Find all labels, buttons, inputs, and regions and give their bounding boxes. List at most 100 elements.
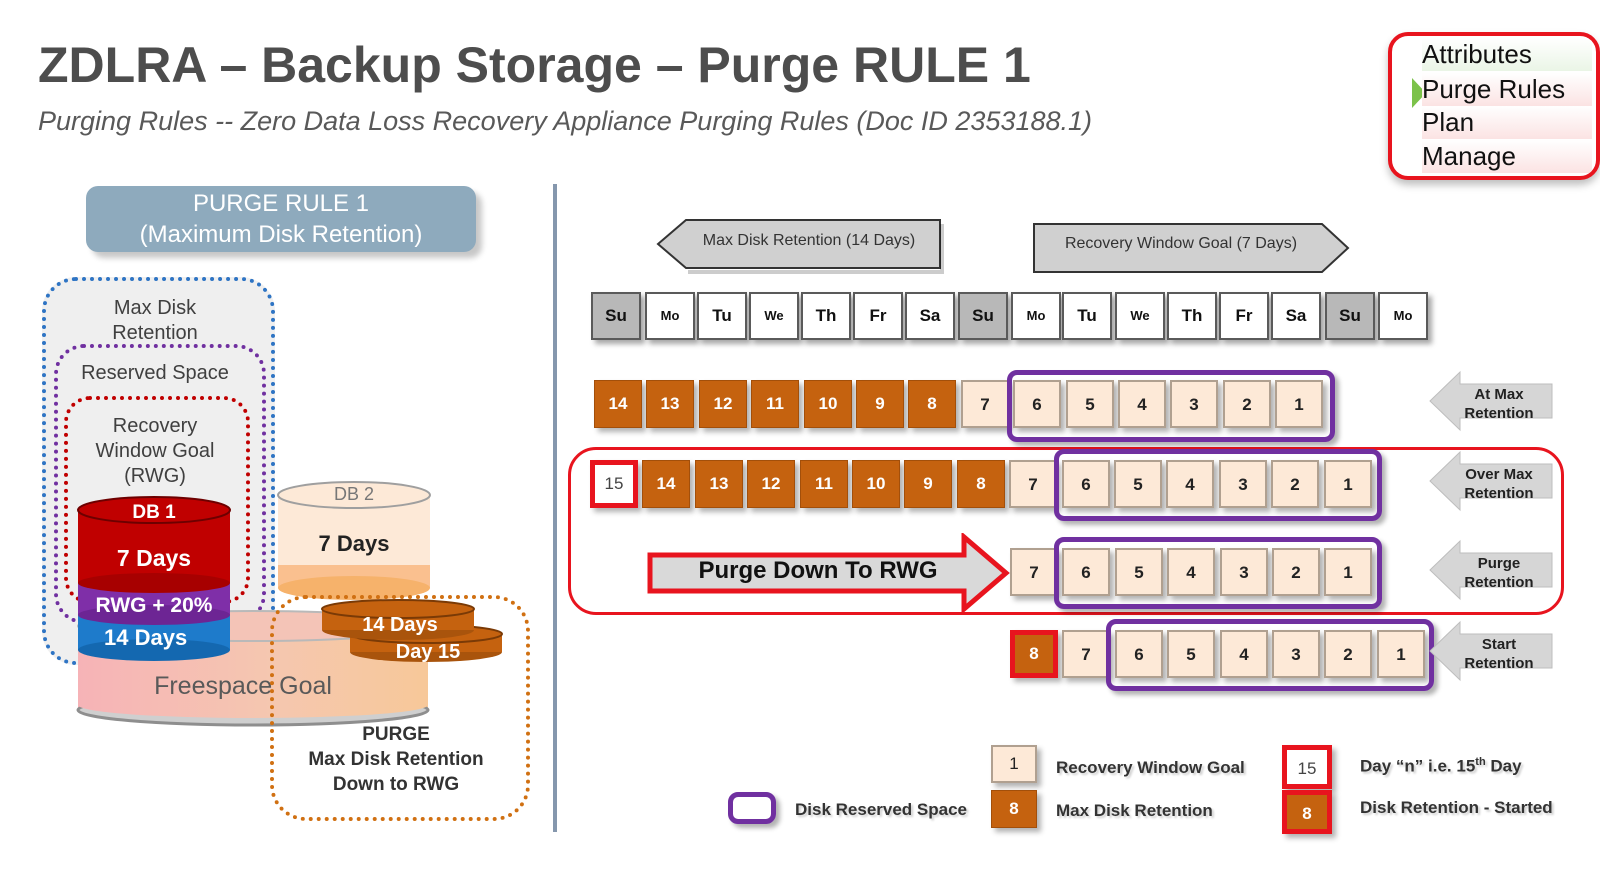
reserved-space-box-row1	[1007, 370, 1335, 442]
purge-down-label: Purge Down To RWG	[698, 557, 938, 584]
retention-cell: 5	[1066, 380, 1114, 428]
retention-cell: 6	[1013, 380, 1061, 428]
retention-cell: 8	[908, 380, 956, 428]
reserved-space-label: Reserved Space	[81, 362, 229, 384]
reserved-space-box-row2	[1054, 449, 1382, 521]
calendar-day: Su	[958, 292, 1008, 340]
retention-cell: 12	[699, 380, 747, 428]
legend-max-sample: 8	[991, 790, 1037, 828]
retention-cell: 7	[1009, 460, 1057, 508]
purge-text-line2: Max Disk Retention	[308, 749, 484, 770]
nav-item-manage[interactable]: Manage	[1422, 140, 1592, 173]
retention-cell: 1	[1324, 460, 1372, 508]
db1-days: 7 Days	[116, 545, 192, 571]
legend-dayn-label: Day “n” i.e. 15th Day	[1360, 756, 1522, 777]
retention-cell: 5	[1167, 630, 1215, 678]
retention-cell: 6	[1062, 548, 1110, 596]
calendar-day: Mo	[1378, 292, 1428, 340]
retention-cell: 4	[1118, 380, 1166, 428]
legend-started-sample: 8	[1282, 790, 1332, 834]
at-max-retention-label-line2: Retention	[1464, 405, 1534, 422]
reserved-space-box-row3	[1054, 537, 1382, 609]
legend-dayn-sup: th	[1475, 756, 1486, 768]
retention-cell: 1	[1275, 380, 1323, 428]
purge-retention-arrow-icon	[1429, 539, 1553, 601]
calendar-day: Sa	[1271, 292, 1321, 340]
over-max-retention-arrow-icon	[1429, 450, 1553, 512]
retention-cell: 7	[1062, 630, 1110, 678]
rwg-label-line1: Recovery	[112, 415, 198, 437]
retention-cell: 11	[800, 460, 848, 508]
start-retention-label-line1: Start	[1481, 636, 1517, 653]
retention-cell: 4	[1220, 630, 1268, 678]
rwg-label-line2: Window Goal	[95, 440, 215, 462]
legend-dayn-text: Day “n” i.e. 15	[1360, 756, 1476, 776]
rwg-arrow	[1033, 223, 1350, 273]
retention-cell: 9	[856, 380, 904, 428]
purge-rule-box: PURGE RULE 1 (Maximum Disk Retention)	[86, 186, 476, 252]
section-divider	[553, 184, 557, 832]
retention-cell: 2	[1271, 460, 1319, 508]
purge-retention-label-line2: Retention	[1464, 574, 1534, 591]
max-retention-arrow	[656, 219, 944, 274]
calendar-day: We	[749, 292, 799, 340]
calendar-day: Mo	[1011, 292, 1061, 340]
calendar-day: Th	[1167, 292, 1217, 340]
retention-cell: 12	[747, 460, 795, 508]
legend-reserved-label: Disk Reserved Space	[795, 800, 967, 819]
purge-text: PURGE Max Disk Retention Down to RWG	[276, 722, 516, 797]
legend-started-label: Disk Retention - Started	[1360, 798, 1553, 817]
nav-item-purge-rules[interactable]: Purge Rules	[1422, 73, 1592, 106]
nav-item-attributes[interactable]: Attributes	[1422, 38, 1592, 71]
retention-cell: 11	[751, 380, 799, 428]
over-max-retention-label-line2: Retention	[1464, 485, 1534, 502]
purge-down-arrow	[647, 533, 1010, 613]
retention-cell: 6	[1062, 460, 1110, 508]
start-retention-label-line2: Retention	[1464, 655, 1534, 672]
nav-item-plan[interactable]: Plan	[1422, 106, 1592, 139]
retention-cell: 7	[961, 380, 1009, 428]
legend-dayn-suffix: Day	[1485, 756, 1522, 776]
legend-rwg-sample: 1	[991, 745, 1037, 783]
purge-process-frame	[568, 447, 1564, 615]
rwg-label-line3: (RWG)	[124, 465, 186, 487]
db2-days: 7 Days	[318, 531, 390, 556]
legend-max-label: Max Disk Retention	[1056, 801, 1213, 820]
calendar-day: We	[1115, 292, 1165, 340]
rule-title: PURGE RULE 1	[192, 190, 370, 217]
retention-cell: 8	[957, 460, 1005, 508]
page-subtitle: Purging Rules -- Zero Data Loss Recovery…	[38, 106, 1093, 136]
start-retention-arrow-icon	[1429, 620, 1553, 682]
retention-cell: 2	[1223, 380, 1271, 428]
calendar-day: Fr	[853, 292, 903, 340]
calendar-day: Su	[1325, 292, 1375, 340]
rwg-label: Recovery Window Goal (RWG)	[55, 414, 255, 489]
at-max-retention-label-line1: At Max	[1474, 386, 1524, 403]
calendar-day: Tu	[697, 292, 747, 340]
retention-cell: 4	[1166, 460, 1214, 508]
max-disk-label: Max Disk Retention	[55, 296, 255, 346]
retention-cell: 13	[695, 460, 743, 508]
retention-cell: 10	[852, 460, 900, 508]
max-disk-label-line1: Max Disk	[113, 297, 197, 319]
retention-cell: 14	[594, 380, 642, 428]
retention-cell: 8	[1010, 630, 1058, 678]
db1-cylinder	[77, 496, 231, 661]
retention-cell: 2	[1272, 548, 1320, 596]
at-max-retention-arrow-icon	[1429, 370, 1553, 432]
retention-cell: 6	[1115, 630, 1163, 678]
over-max-retention-label-line1: Over Max	[1465, 466, 1533, 483]
legend-dayn-sample: 15	[1282, 745, 1332, 789]
retention-cell: 1	[1324, 548, 1372, 596]
calendar-day: Su	[591, 292, 641, 340]
purge-text-line1: PURGE	[362, 724, 430, 745]
retention-cell: 5	[1115, 548, 1163, 596]
db1-label: DB 1	[132, 502, 176, 523]
retention-cell: 1	[1377, 630, 1425, 678]
retention-cell: 14	[642, 460, 690, 508]
legend-rwg-label: Recovery Window Goal	[1056, 758, 1245, 777]
